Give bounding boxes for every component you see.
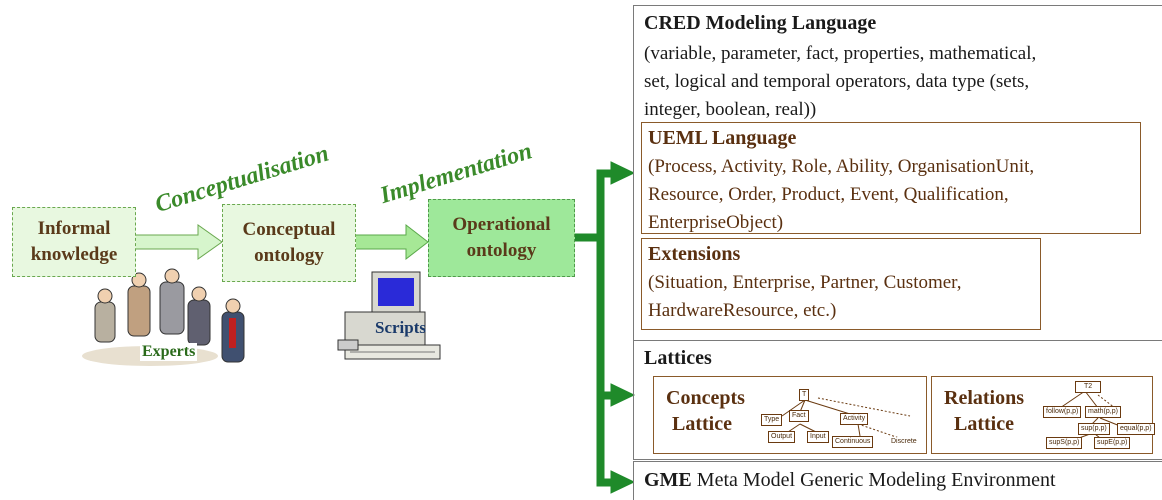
cred-line: integer, boolean, real)) (644, 99, 817, 120)
concept-node-continuous: Continuous (832, 436, 874, 448)
cred-line: set, logical and temporal operators, dat… (644, 71, 1030, 92)
concept-node-fact: Fact (789, 410, 809, 422)
lattices-panel: Lattices (633, 340, 1162, 460)
lattices-title: Lattices (644, 347, 712, 369)
concept-node-input: Input (807, 431, 829, 443)
ueml-line: (Process, Activity, Role, Ability, Organ… (648, 156, 1035, 177)
cred-title: CRED Modeling Language (644, 12, 877, 34)
operational-line1: Operational (452, 214, 551, 235)
concept-node-top: T (799, 389, 810, 401)
relations-line2: Lattice (954, 413, 1014, 435)
extensions-title: Extensions (648, 243, 741, 265)
conceptual-ontology-box: Conceptual ontology (222, 204, 356, 282)
gme-panel: GME Meta Model Generic Modeling Environm… (633, 461, 1162, 500)
operational-line2: ontology (466, 240, 537, 261)
operational-ontology-box: Operational ontology (428, 199, 575, 277)
conceptual-line2: ontology (254, 245, 324, 266)
ueml-box: UEML Language (Process, Activity, Role, … (641, 122, 1141, 234)
relation-node-math: math(p,p) (1085, 406, 1121, 418)
relation-node-top: T2 (1075, 381, 1102, 393)
concept-node-type: Type (761, 414, 783, 426)
relation-node-supe: supE(p,p) (1094, 437, 1131, 449)
relations-lattice-box: Relations Lattice (931, 376, 1153, 454)
relations-line1: Relations (944, 387, 1024, 409)
concept-node-activity: Activity (840, 413, 869, 425)
computer-illustration (337, 271, 441, 360)
ueml-line: EnterpriseObject) (648, 212, 784, 233)
ueml-line: Resource, Order, Product, Event, Qualifi… (648, 184, 1009, 205)
experts-label: Experts (140, 343, 198, 361)
gme-text: GME Meta Model Generic Modeling Environm… (644, 469, 1056, 492)
informal-line1: Informal (37, 218, 111, 239)
relation-node-equal: equal(p,p) (1117, 423, 1155, 435)
concept-node-output: Output (768, 431, 796, 443)
relations-lattice-label: Relations Lattice (944, 385, 1024, 437)
gme-bold: GME (644, 469, 692, 491)
concepts-lattice-label: Concepts Lattice (666, 385, 745, 437)
extensions-line: HardwareResource, etc.) (648, 300, 837, 321)
relation-node-sup: sup(p,p) (1078, 423, 1110, 435)
cred-body: (variable, parameter, fact, properties, … (644, 40, 1036, 124)
extensions-box: Extensions (Situation, Enterprise, Partn… (641, 238, 1041, 330)
extensions-body: (Situation, Enterprise, Partner, Custome… (648, 269, 962, 325)
gme-rest: Meta Model Generic Modeling Environment (691, 469, 1056, 491)
concepts-line2: Lattice (672, 413, 732, 435)
relation-node-sups: supS(p,p) (1046, 437, 1083, 449)
ueml-title: UEML Language (648, 127, 797, 149)
conceptual-line1: Conceptual (242, 219, 336, 240)
relation-node-follow: follow(p,p) (1043, 406, 1082, 418)
arrow-conceptual-to-operational (354, 223, 429, 261)
ueml-body: (Process, Activity, Role, Ability, Organ… (648, 153, 1034, 237)
extensions-line: (Situation, Enterprise, Partner, Custome… (648, 272, 962, 293)
scripts-label: Scripts (375, 318, 426, 337)
cred-line: (variable, parameter, fact, properties, … (644, 43, 1037, 64)
concept-node-discrete: Discrete (889, 437, 919, 447)
informal-line2: knowledge (30, 244, 118, 265)
informal-knowledge-box: Informal knowledge (12, 207, 136, 277)
arrow-informal-to-conceptual (134, 224, 223, 260)
concepts-lattice-box: Concepts Lattice (653, 376, 927, 454)
connector-trunk (572, 161, 636, 494)
concepts-line1: Concepts (666, 387, 745, 409)
